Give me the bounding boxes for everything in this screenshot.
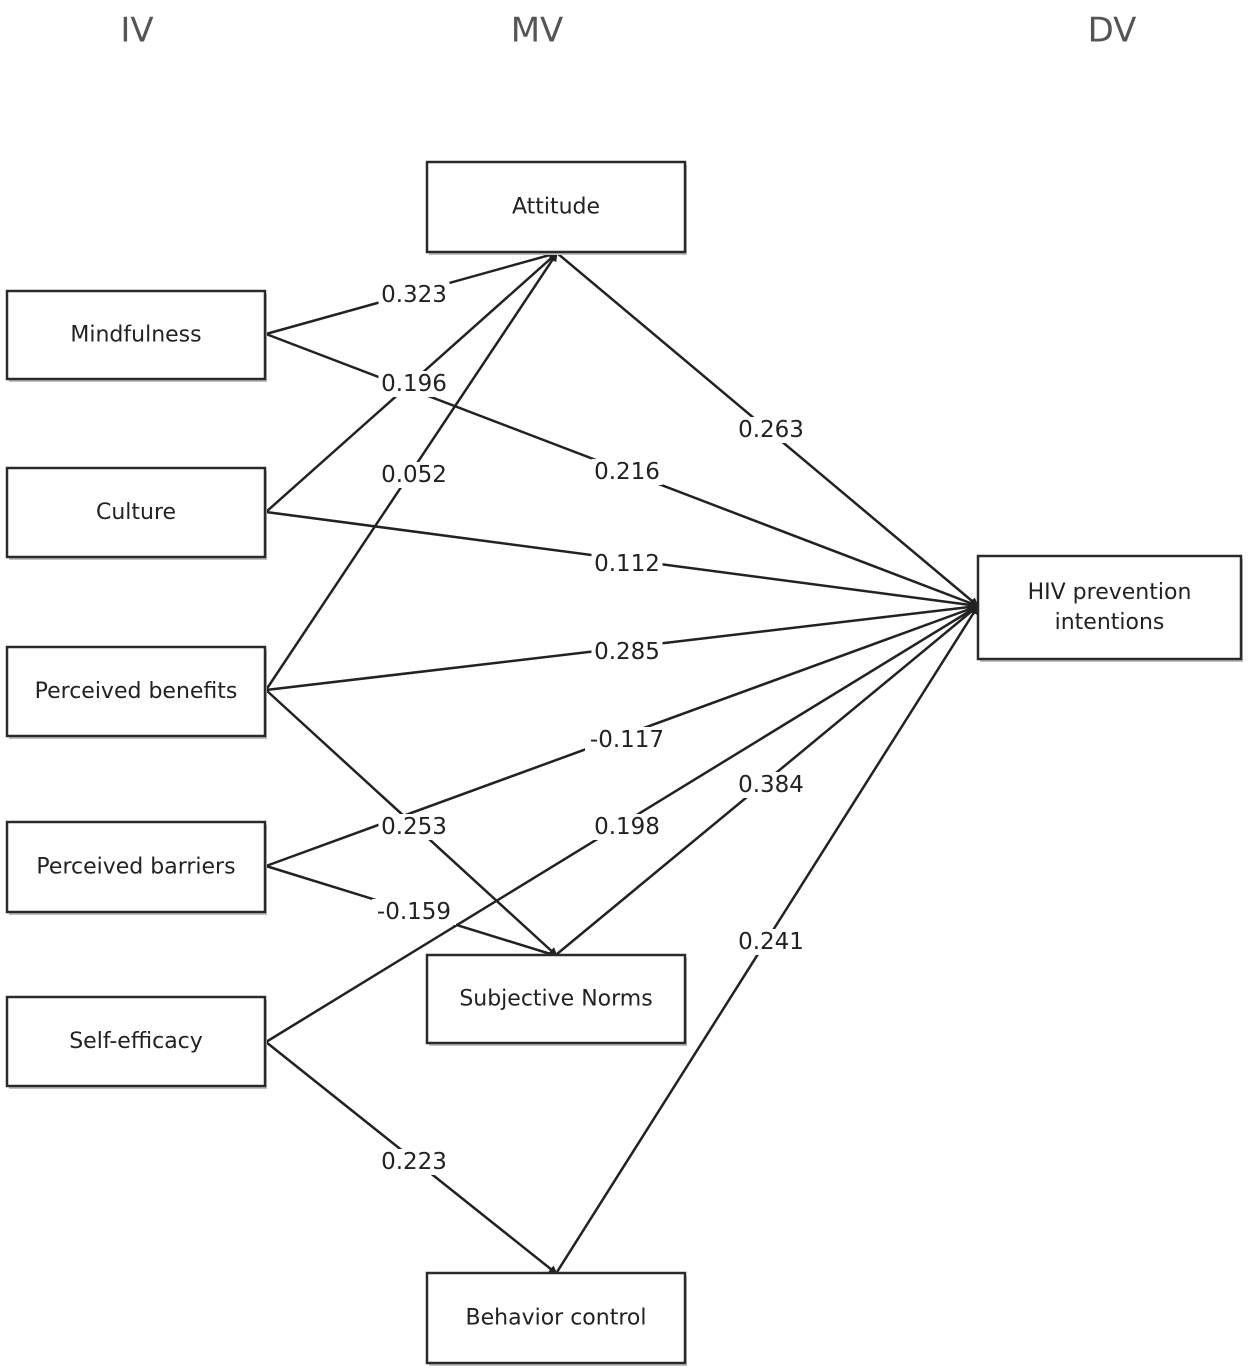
edge-lines [264, 250, 980, 1275]
edge-coefficient-perceived_barriers-to-subjective_norms: -0.159 [377, 899, 451, 925]
edge-coefficient-perceived_benefits-to-subjective_norms: 0.253 [381, 814, 447, 840]
edge-label-bg [378, 282, 450, 308]
edge-coefficient-culture-to-hiv_intentions: 0.112 [594, 551, 660, 577]
node-label: Subjective Norms [459, 987, 652, 1012]
edge-label-bg [735, 772, 807, 798]
edge-coefficient-subjective_norms-to-hiv_intentions: 0.384 [738, 772, 804, 798]
node-culture: Culture [5, 466, 267, 560]
node-label: Behavior control [466, 1306, 647, 1331]
node-label: Attitude [512, 195, 600, 220]
node-box [5, 820, 267, 914]
node-box [5, 466, 267, 559]
column-header-mv: MV [511, 11, 564, 51]
edge-label-bg [585, 727, 669, 753]
edge-coefficient-behavior_control-to-hiv_intentions: 0.241 [738, 929, 804, 955]
node-subjective-norms: Subjective Norms [425, 953, 687, 1046]
node-label: Culture [96, 500, 176, 525]
edge-label-bg [591, 551, 663, 577]
node-box [5, 995, 267, 1088]
edge-coefficient-mindfulness-to-hiv_intentions: 0.216 [594, 459, 660, 485]
node-perceived-benefits: Perceived benefits [5, 645, 267, 739]
node-label: HIV prevention [1028, 580, 1192, 605]
edge-coefficient-mindfulness-to-attitude: 0.323 [381, 282, 447, 308]
column-headers: IV MV DV [120, 11, 1136, 51]
edge-labels: 0.323 0.196 0.052 0.216 0.112 0.285 -0.117 0.19… [372, 282, 807, 1175]
edge-coefficient-self_efficacy-to-hiv_intentions: 0.198 [594, 814, 660, 840]
edge-label-bg [372, 899, 456, 925]
column-header-iv: IV [120, 11, 153, 51]
edge-label-bg [591, 459, 663, 485]
node-label: Mindfulness [70, 323, 201, 348]
node-attitude: Attitude [425, 160, 687, 255]
edge-coefficient-perceived_benefits-to-attitude: 0.052 [381, 462, 447, 488]
node-box [425, 953, 687, 1045]
node-box [425, 1271, 687, 1365]
edge-coefficient-culture-to-attitude: 0.196 [381, 371, 447, 397]
node-hiv-intentions: HIV prevention intentions [976, 554, 1243, 662]
edge-coefficient-attitude-to-hiv_intentions: 0.263 [738, 417, 804, 443]
edge-label-bg [378, 371, 450, 397]
node-label: intentions [1055, 610, 1165, 635]
node-self-efficacy: Self-efficacy [5, 995, 267, 1089]
node-perceived-barriers: Perceived barriers [5, 820, 267, 915]
node-box [5, 645, 267, 738]
node-label: Perceived barriers [36, 855, 235, 880]
node-box [976, 554, 1243, 661]
node-label: Self-efficacy [69, 1029, 203, 1054]
edge-coefficient-perceived_benefits-to-hiv_intentions: 0.285 [594, 639, 660, 665]
edge-label-bg [591, 814, 663, 840]
node-behavior-control: Behavior control [425, 1271, 687, 1366]
node-label: Perceived benefits [35, 679, 238, 704]
node-box [425, 160, 687, 254]
node-mindfulness: Mindfulness [5, 289, 267, 382]
edge-label-bg [378, 1149, 450, 1175]
node-box [5, 289, 267, 381]
edge-coefficient-self_efficacy-to-behavior_control: 0.223 [381, 1149, 447, 1175]
edge-label-bg [378, 462, 450, 488]
edge-coefficient-perceived_barriers-to-hiv_intentions: -0.117 [590, 727, 664, 753]
edge-label-bg [591, 639, 663, 665]
column-header-dv: DV [1088, 11, 1137, 51]
edge-label-bg [735, 929, 807, 955]
edge-label-bg [378, 814, 450, 840]
edge-label-bg [735, 417, 807, 443]
